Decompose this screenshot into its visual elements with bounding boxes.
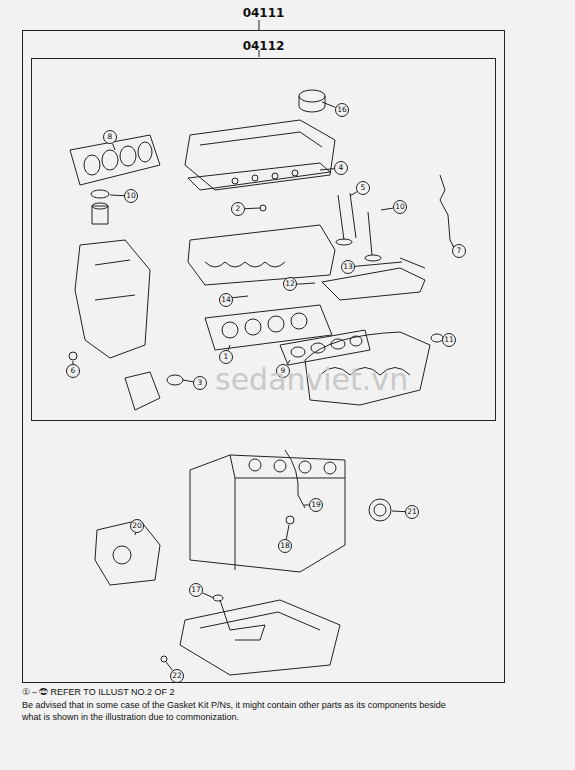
leader-line <box>202 593 214 598</box>
leader-line <box>110 195 124 197</box>
leader-line <box>350 192 357 196</box>
callout-circle <box>220 351 233 364</box>
callout-number: 1 <box>224 353 229 361</box>
callout-circle <box>406 506 419 519</box>
callout-circle <box>394 201 407 214</box>
leader-line <box>381 208 393 210</box>
leader-line <box>166 662 173 670</box>
leader-line <box>322 102 336 107</box>
leader-line <box>183 380 193 382</box>
leader-line <box>135 533 136 535</box>
callout-circle <box>453 245 466 258</box>
callout-circle <box>104 131 117 144</box>
callout-circle <box>335 162 348 175</box>
callout-number: 13 <box>343 263 353 271</box>
leader-line <box>304 505 309 506</box>
callout-number: 18 <box>280 542 290 550</box>
footnote: ①～㉒ REFER TO ILLUST NO.2 OF 2 <box>22 686 492 698</box>
watermark: sedanviet.vn <box>215 362 408 397</box>
callout-circle <box>336 104 349 117</box>
callout-number: 11 <box>444 336 454 344</box>
callout-circle <box>125 190 138 203</box>
callout-circle <box>220 294 233 307</box>
callout-circle <box>194 377 207 390</box>
callout-number: 2 <box>236 205 241 213</box>
callout-circle <box>310 499 323 512</box>
callout-number: 19 <box>311 501 321 509</box>
callout-circle <box>232 203 245 216</box>
lower-parts <box>95 450 391 675</box>
leader-line <box>392 511 405 513</box>
part-number-heading: 04111 <box>23 6 504 20</box>
callout-circle <box>131 520 144 533</box>
leader-line <box>73 361 74 364</box>
leader-line <box>355 262 402 266</box>
callout-number: 17 <box>191 586 201 594</box>
part-number-heading: 04112 <box>32 39 495 53</box>
leader-line <box>452 245 454 246</box>
leader-line <box>113 144 115 150</box>
callout-number: 21 <box>407 508 417 516</box>
callout-number: 16 <box>337 106 347 114</box>
callout-number: 10 <box>126 192 136 200</box>
callout-circle <box>190 584 203 597</box>
leader-line <box>297 284 300 285</box>
callout-circle <box>284 278 297 291</box>
leader-line <box>245 208 260 210</box>
callout-number: 4 <box>339 164 344 172</box>
callout-number: 22 <box>172 672 182 680</box>
callout-number: 7 <box>457 247 462 255</box>
callout-number: 14 <box>221 296 231 304</box>
callout-number: 3 <box>198 379 203 387</box>
callout-number: 8 <box>108 133 113 141</box>
callout-circle <box>67 365 80 378</box>
callout-circle <box>443 334 456 347</box>
callout-circle <box>357 182 370 195</box>
leader-line <box>286 525 289 539</box>
leader-lines <box>73 102 454 670</box>
callout-circle <box>342 261 355 274</box>
callout-circles <box>67 104 466 683</box>
callout-circle <box>279 540 292 553</box>
callout-circle <box>171 670 184 683</box>
callout-number: 6 <box>71 367 76 375</box>
callout-number: 20 <box>132 522 142 530</box>
leader-line <box>228 345 230 350</box>
upper-parts <box>69 90 458 410</box>
footnote: Be advised that in some case of the Gask… <box>22 699 452 723</box>
callout-number: 5 <box>361 184 366 192</box>
kit-frame: 0411104112 <box>22 30 505 683</box>
callout-number: 12 <box>285 280 295 288</box>
leader-line <box>320 169 334 170</box>
callout-number: 10 <box>395 203 405 211</box>
